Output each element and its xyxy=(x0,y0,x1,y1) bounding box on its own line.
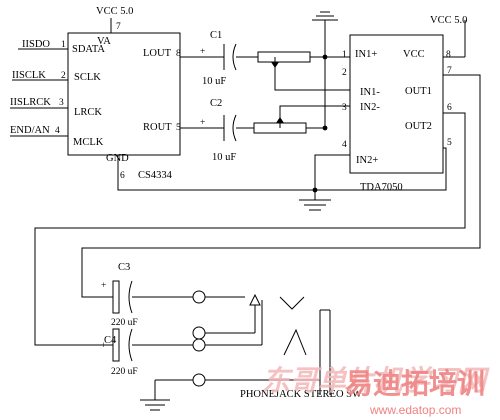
jack-contact-2 xyxy=(192,326,206,340)
jack-label: PHONEJACK STEREO SW xyxy=(240,389,362,400)
c2-value: 10 uF xyxy=(212,152,236,163)
tda7050-pin-2: 2 xyxy=(342,68,347,78)
ground-symbol-top xyxy=(312,11,338,21)
cs4334-pin-sdata: SDATA xyxy=(72,44,105,55)
cs4334-pin-1: 1 xyxy=(61,40,66,50)
tda7050-pin-in1n: IN1- xyxy=(360,87,380,98)
cs4334-va-label: VA xyxy=(97,36,111,47)
tda7050-chip: VCC 5.0 TDA7050 1 IN1+ 2 IN1- 3 IN2- 4 I… xyxy=(342,15,467,193)
c1-value: 10 uF xyxy=(202,76,226,87)
cs4334-body xyxy=(67,32,181,156)
tda7050-body xyxy=(349,34,444,174)
jack-contact-1 xyxy=(192,290,206,304)
cs4334-gnd-pin: 6 xyxy=(120,171,125,181)
jack-tip-spring xyxy=(279,296,305,310)
cs4334-pin-mclk: MCLK xyxy=(73,137,104,148)
jack-switch-arrow-1 xyxy=(249,293,261,306)
tda7050-pin-1: 1 xyxy=(342,50,347,60)
jack-ring-spring xyxy=(283,328,307,356)
cs4334-pin-sclk: SCLK xyxy=(74,72,101,83)
ground-symbol-jack xyxy=(140,399,170,411)
watermark-text-2: 易迪拓培训 xyxy=(345,367,485,400)
ground-symbol-amp xyxy=(299,199,331,211)
cs4334-pin-2: 2 xyxy=(61,71,66,81)
tda7050-pin-5: 5 xyxy=(447,138,452,148)
tda7050-pin-4: 4 xyxy=(342,140,347,150)
cs4334-name-label: CS4334 xyxy=(138,170,173,181)
tda7050-pin-7: 7 xyxy=(447,66,452,76)
tda7050-pin-in1p: IN1+ xyxy=(355,49,377,60)
tda7050-pin-6: 6 xyxy=(447,103,452,113)
jack-contact-3 xyxy=(192,338,206,352)
cs4334-chip: VCC 5.0 7 VA CS4334 GND 6 IISDO 1 SDATA … xyxy=(10,6,181,181)
capacitor-c2: C2 + 10 uF xyxy=(200,98,237,163)
c4-plus: + xyxy=(101,341,106,351)
c3-name: C3 xyxy=(118,262,130,273)
tda7050-pin-3: 3 xyxy=(342,103,347,113)
cs4334-pin-lout: LOUT xyxy=(143,48,172,59)
watermark: 东哥单片机学习网 易迪拓培训 www.edatop.com xyxy=(262,364,490,417)
tda7050-vcc-supply-label: VCC 5.0 xyxy=(430,15,467,26)
tda7050-pin-out1: OUT1 xyxy=(405,86,432,97)
cs4334-vcc-pin: 7 xyxy=(116,22,121,32)
c4-name: C4 xyxy=(104,335,117,346)
wires xyxy=(10,18,481,400)
tda7050-pin-vcc: VCC xyxy=(403,49,425,60)
capacitor-c1: C1 + 10 uF xyxy=(200,30,237,87)
potentiometer-left-channel xyxy=(257,51,311,68)
c4-value: 220 uF xyxy=(111,367,138,377)
net-end-an: END/AN xyxy=(10,125,50,136)
capacitor-c4: C4 + 220 uF xyxy=(101,328,138,377)
cs4334-pin-4: 4 xyxy=(55,126,60,136)
c3-value: 220 uF xyxy=(111,318,138,328)
cs4334-pin-rout: ROUT xyxy=(143,122,172,133)
tda7050-pin-out2: OUT2 xyxy=(405,121,432,132)
c3-plus: + xyxy=(101,281,106,291)
potentiometer-right-channel xyxy=(253,117,307,134)
watermark-text-1: 东哥单片机学习网 xyxy=(262,364,490,397)
c1-plus: + xyxy=(200,47,205,57)
net-iislrck: IISLRCK xyxy=(10,97,51,108)
tda7050-pin-8: 8 xyxy=(446,50,451,60)
capacitor-c3: C3 + 220 uF xyxy=(101,262,138,328)
c1-name: C1 xyxy=(210,30,222,41)
junctions xyxy=(312,54,328,193)
cs4334-pin-8: 8 xyxy=(176,49,181,59)
tda7050-pin-in2p: IN2+ xyxy=(356,155,378,166)
phone-jack: PHONEJACK STEREO SW xyxy=(192,290,362,400)
cs4334-vcc-label: VCC 5.0 xyxy=(96,6,133,17)
net-iisclk: IISCLK xyxy=(12,70,46,81)
cs4334-pin-3: 3 xyxy=(59,98,64,108)
watermark-url: www.edatop.com xyxy=(369,403,461,417)
c2-plus: + xyxy=(200,118,205,128)
tda7050-pin-in2n: IN2- xyxy=(360,102,380,113)
c2-name: C2 xyxy=(210,98,222,109)
cs4334-pin-lrck: LRCK xyxy=(74,107,102,118)
tda7050-name-label: TDA7050 xyxy=(360,182,403,193)
net-iisdo: IISDO xyxy=(22,39,50,50)
cs4334-pin-5: 5 xyxy=(176,123,181,133)
jack-contact-4 xyxy=(192,373,206,387)
